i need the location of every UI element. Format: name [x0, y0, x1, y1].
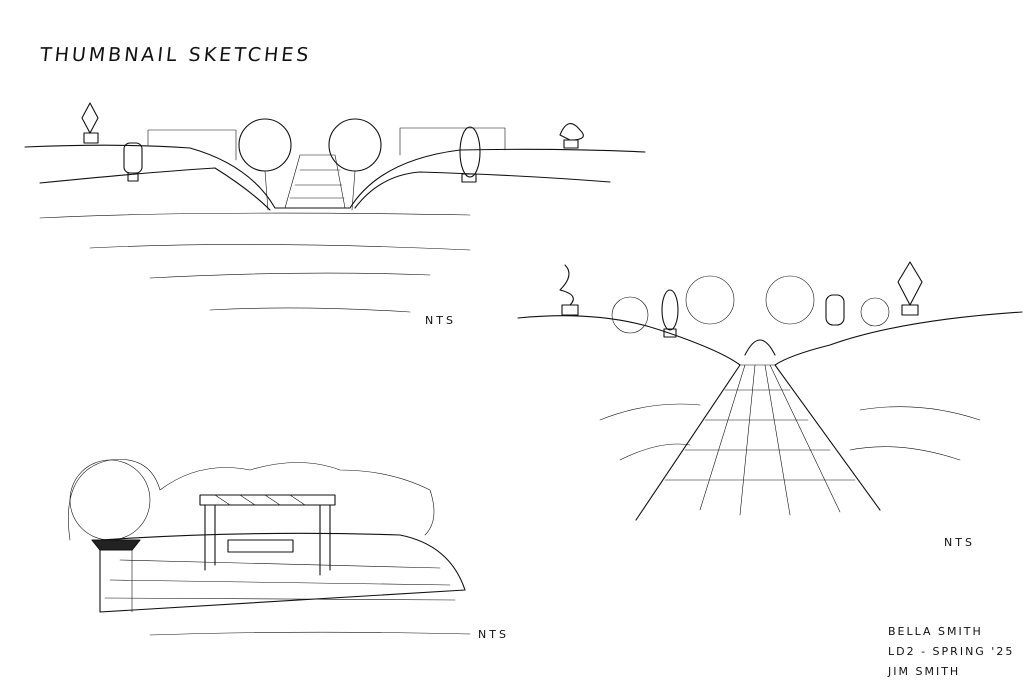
credit-course: LD2 - SPRING '25: [888, 645, 1015, 658]
sketch-path-perspective: [517, 261, 1023, 521]
sketch-sunken-garden: [24, 102, 646, 313]
credit-author: BELLA SMITH: [888, 625, 983, 638]
credits-block: BELLA SMITH LD2 - SPRING '25 JIM SMITH: [888, 622, 1014, 682]
sketch-pergola: [68, 459, 471, 636]
scale-note-sketch-2: NTS: [944, 536, 975, 549]
credit-instructor: JIM SMITH: [888, 665, 961, 678]
scale-note-sketch-1: NTS: [425, 314, 456, 327]
scale-note-sketch-3: NTS: [478, 628, 509, 641]
